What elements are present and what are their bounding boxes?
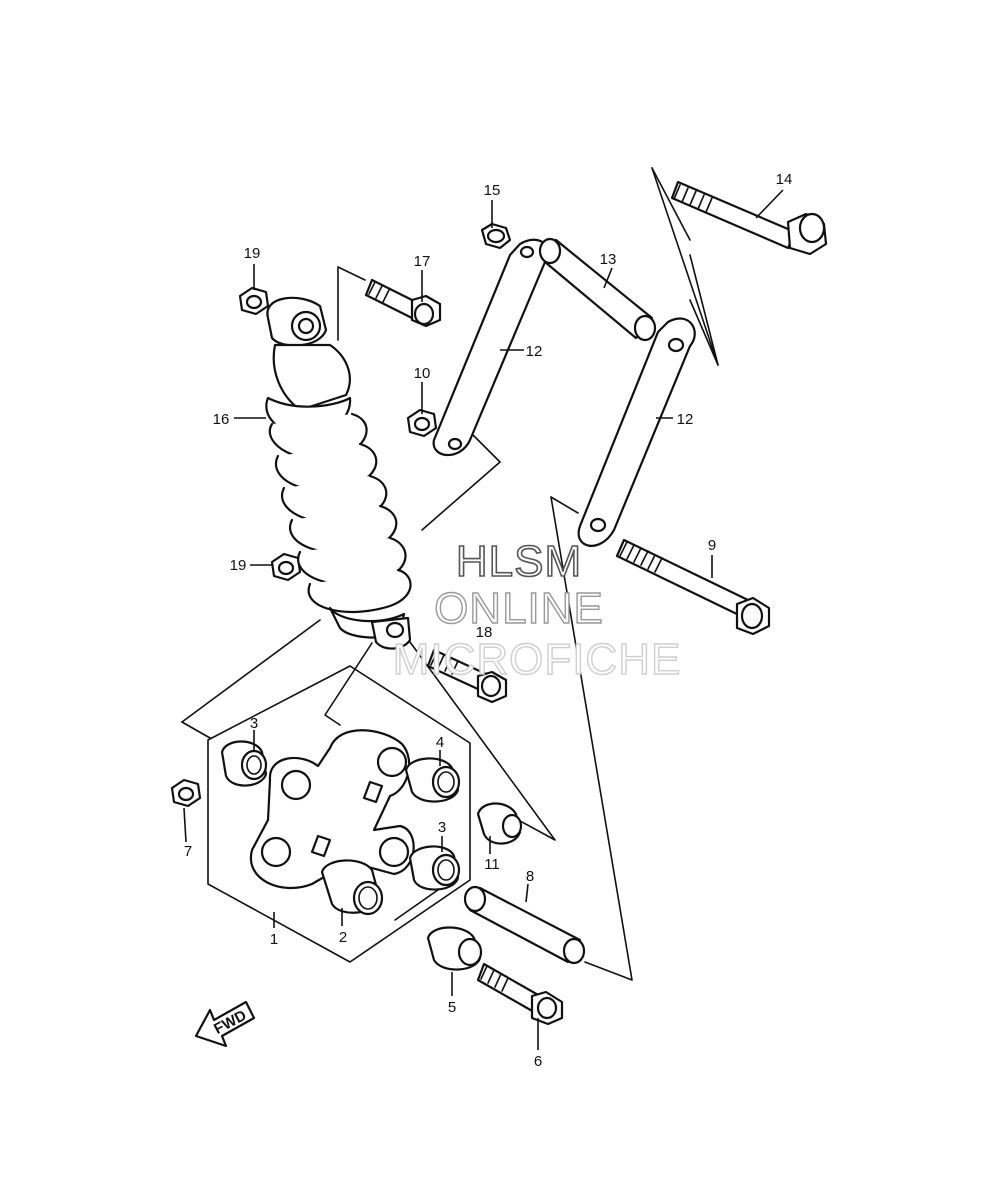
- watermark: HLSM ONLINE MICROFICHE: [392, 536, 682, 685]
- nut-10: [406, 408, 438, 438]
- lever-1: [249, 729, 415, 889]
- label-11: 11: [484, 856, 500, 873]
- shock-absorber-16: [265, 296, 412, 650]
- label-5: 5: [448, 999, 456, 1016]
- label-19-mid: 19: [230, 557, 247, 574]
- fwd-arrow-icon: FWD: [194, 1000, 256, 1048]
- nut-19-top: [238, 286, 270, 316]
- label-4: 4: [436, 734, 444, 751]
- bearing-3-bottom: [408, 845, 461, 891]
- label-12-right: 12: [677, 411, 694, 428]
- label-14: 14: [776, 171, 793, 188]
- bolt-18: [426, 648, 508, 704]
- link-12-left: [432, 238, 550, 457]
- label-3-top: 3: [250, 715, 258, 732]
- label-1: 1: [270, 931, 278, 948]
- leader-lines: [183, 189, 784, 1050]
- link-12-right: [577, 317, 696, 547]
- label-6: 6: [534, 1053, 542, 1070]
- watermark-line-2: ONLINE: [434, 584, 604, 633]
- label-3-bottom: 3: [438, 819, 446, 836]
- watermark-line-1: HLSM: [456, 537, 582, 586]
- collar-13: [538, 237, 657, 342]
- label-16: 16: [213, 411, 230, 428]
- label-9: 9: [708, 537, 716, 554]
- label-10: 10: [414, 365, 431, 382]
- bearing-3-top: [220, 740, 268, 787]
- label-15: 15: [484, 182, 501, 199]
- label-8: 8: [526, 868, 534, 885]
- watermark-line-3: MICROFICHE: [393, 635, 682, 684]
- label-12-left: 12: [526, 343, 543, 360]
- label-2: 2: [339, 929, 347, 946]
- bearing-2: [320, 859, 384, 916]
- label-19-top: 19: [244, 245, 261, 262]
- label-13: 13: [600, 251, 617, 268]
- bolt-6: [476, 962, 564, 1026]
- collar-8: [463, 885, 586, 965]
- label-18: 18: [476, 624, 493, 641]
- label-17: 17: [414, 253, 431, 270]
- bolt-9: [615, 538, 771, 636]
- bearing-4: [404, 757, 461, 803]
- bolt-17: [364, 278, 442, 328]
- collar-11: [476, 802, 523, 845]
- bolt-14: [670, 180, 828, 256]
- nut-15: [480, 222, 512, 250]
- nut-7: [170, 778, 202, 808]
- nut-19-mid: [270, 552, 302, 582]
- collar-5: [426, 926, 483, 971]
- part-labels: 19 15 17 13 14 12 12 10 16 19 9 18 3 4 3…: [184, 171, 793, 1070]
- label-7: 7: [184, 843, 192, 860]
